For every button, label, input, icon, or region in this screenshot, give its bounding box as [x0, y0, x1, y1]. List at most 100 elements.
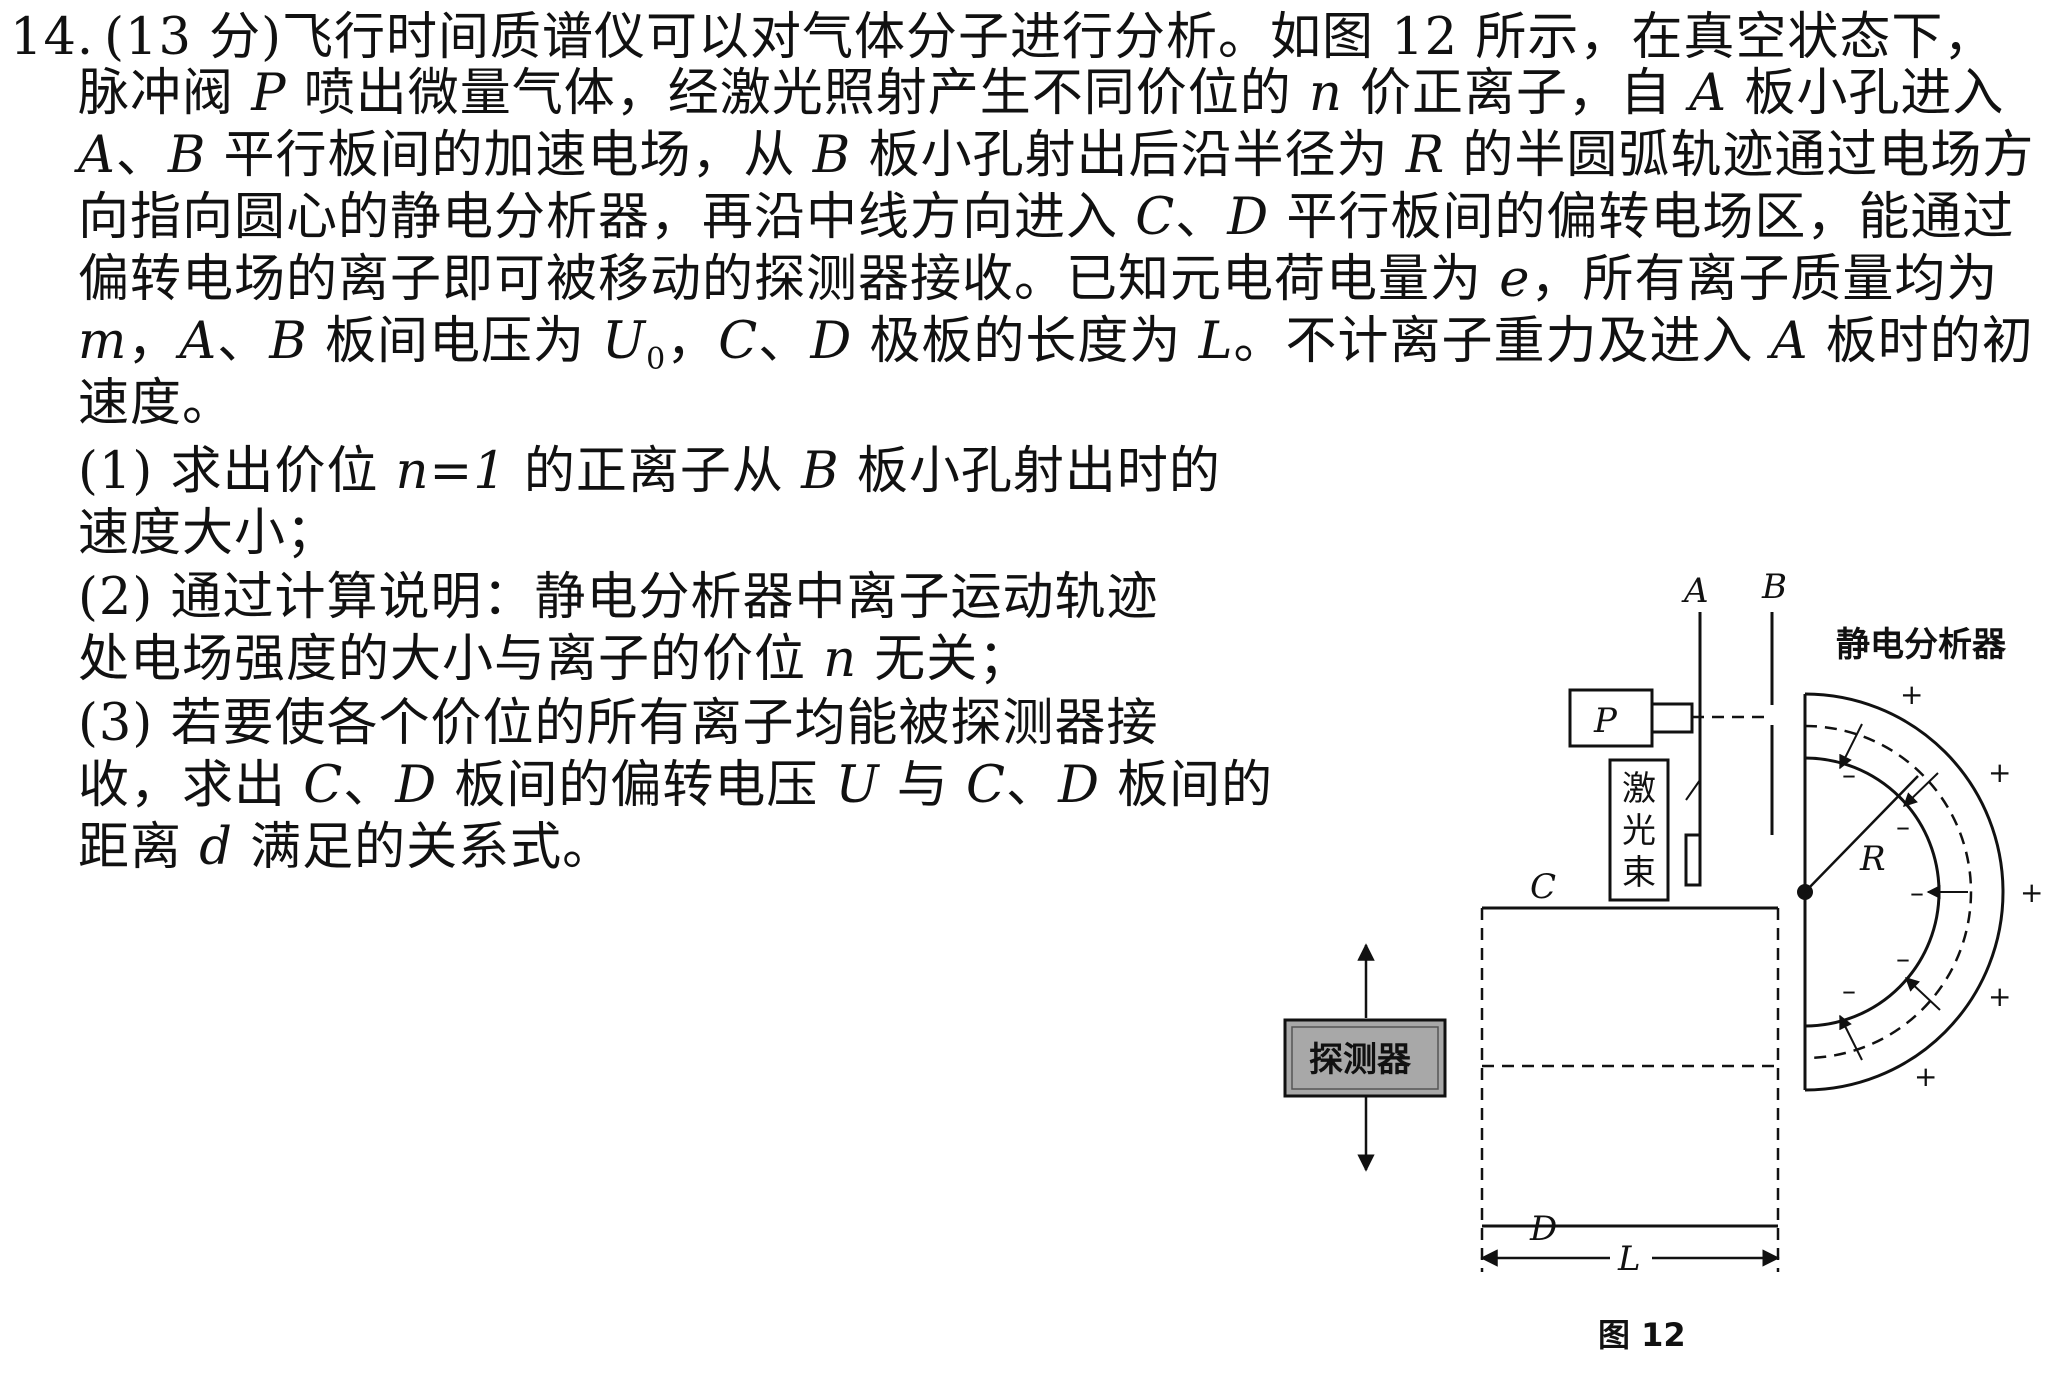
field-arrows: [1839, 723, 1968, 1061]
var-U0-sub: 0: [646, 342, 667, 378]
text: (1) 求出价位: [78, 442, 396, 501]
text: 价正离子，自: [1342, 64, 1690, 123]
var-A: A: [1770, 312, 1809, 371]
question-line-2: 脉冲阀 P 喷出微量气体，经激光照射产生不同价位的 n 价正离子，自 A 板小孔…: [78, 58, 2004, 130]
text: 板小孔射出时的: [839, 442, 1221, 501]
subquestion-3-line-1: (3) 若要使各个价位的所有离子均能被探测器接: [78, 688, 1158, 760]
text: ，所有离子质量均为: [1530, 250, 1999, 309]
laser-char-1: 激: [1622, 769, 1656, 809]
var-R: R: [1405, 126, 1446, 185]
var-L: L: [1198, 312, 1234, 371]
text: 向指向圆心的静电分析器，再沿中线方向进入: [78, 188, 1136, 247]
minus-sign: –: [1896, 942, 1910, 975]
text: 板间的: [1099, 756, 1274, 815]
label-detector: 探测器: [1309, 1040, 1412, 1080]
var-C: C: [1135, 188, 1176, 247]
var-D: D: [395, 756, 438, 815]
plus-sign: +: [1988, 980, 2011, 1013]
var-C: C: [718, 312, 759, 371]
subquestion-3-line-3: 距离 d 满足的关系式。: [78, 812, 614, 884]
var-C: C: [966, 756, 1007, 815]
label-analyzer: 静电分析器: [1836, 625, 2007, 665]
plus-sign: +: [2020, 876, 2043, 909]
var-A: A: [179, 312, 218, 371]
pulse-valve: P: [1568, 688, 1694, 748]
var-B: B: [801, 442, 840, 501]
text: ，: [666, 312, 719, 371]
var-B: B: [812, 126, 852, 185]
laser-emitter: [1684, 833, 1702, 887]
label-length: L: [1617, 1239, 1641, 1279]
question-number: 14.: [10, 8, 95, 67]
var-D: D: [1227, 188, 1270, 247]
laser-char-2: 光: [1622, 811, 1656, 851]
text: 脉冲阀: [78, 64, 252, 123]
minus-sign: –: [1842, 758, 1856, 791]
label-radius: R: [1859, 839, 1886, 879]
var-B: B: [167, 126, 207, 185]
text: 、: [758, 312, 811, 371]
var-e: e: [1499, 250, 1531, 309]
question-line-4: 向指向圆心的静电分析器，再沿中线方向进入 C、D 平行板间的偏转电场区，能通过: [78, 182, 2014, 254]
var-A: A: [1689, 64, 1728, 123]
var-d: d: [199, 818, 233, 877]
detector: 探测器: [1283, 943, 1447, 1172]
subquestion-2-line-1: (2) 通过计算说明：静电分析器中离子运动轨迹: [78, 562, 1158, 634]
text: 的正离子从: [506, 442, 802, 501]
equation-n1: n=1: [395, 442, 507, 501]
laser-ray: [1685, 779, 1701, 801]
electrostatic-analyzer: [1803, 692, 2005, 1092]
text: ，: [127, 312, 180, 371]
question-line-3: A、B 平行板间的加速电场，从 B 板小孔射出后沿半径为 R 的半圆弧轨迹通过电…: [78, 120, 2034, 192]
var-C: C: [303, 756, 344, 815]
subquestion-2-line-2: 处电场强度的大小与离子的价位 n 无关；: [78, 624, 1030, 696]
text: (3) 若要使各个价位的所有离子均能被探测器接: [78, 694, 1159, 753]
subquestion-3-line-2: 收，求出 C、D 板间的偏转电压 U 与 C、D 板间的: [78, 750, 1273, 822]
minus-sign: –: [1842, 974, 1856, 1007]
radius-line: [1804, 775, 1919, 893]
text: 距离: [78, 818, 200, 877]
plus-sign: +: [1900, 678, 1923, 711]
var-A: A: [78, 126, 116, 185]
laser-beam-box: 激 光 束: [1608, 758, 1670, 902]
plus-sign: +: [1988, 756, 2011, 789]
text: 速度大小；: [78, 504, 339, 563]
subquestion-1-line-2: 速度大小；: [78, 498, 338, 570]
text: 板小孔射出后沿半径为: [851, 126, 1406, 185]
var-D: D: [1058, 756, 1100, 815]
text: 、: [115, 126, 168, 185]
var-U0: U: [602, 312, 647, 371]
text: 平行板间的偏转电场区，能通过: [1269, 188, 2015, 247]
text: 、: [217, 312, 270, 371]
text: 、: [1175, 188, 1228, 247]
plus-signs: + + + + +: [1900, 678, 2043, 1093]
var-P: P: [251, 64, 287, 123]
text: 偏转电场的离子即可被移动的探测器接收。已知元电荷电量为: [78, 250, 1500, 309]
text: 平行板间的加速电场，从: [206, 126, 813, 185]
var-D: D: [810, 312, 853, 371]
var-U: U: [835, 756, 880, 815]
question-line-7: 速度。: [78, 368, 234, 440]
text: 与: [879, 756, 967, 815]
laser-char-3: 束: [1622, 853, 1656, 893]
text: 。不计离子重力及进入: [1233, 312, 1771, 371]
var-n: n: [823, 630, 858, 689]
label-plate-c: C: [1530, 867, 1556, 907]
question-text: 飞行时间质谱仪可以对气体分子进行分析。如图 12 所示，在真空状态下，: [282, 8, 1996, 67]
plus-sign: +: [1914, 1060, 1937, 1093]
text: 处电场强度的大小与离子的价位: [78, 630, 824, 689]
text: 、: [343, 756, 396, 815]
question-line-6: m，A、B 板间电压为 U0，C、D 极板的长度为 L。不计离子重力及进入 A …: [78, 306, 2034, 396]
text: 极板的长度为: [852, 312, 1199, 371]
text: (2) 通过计算说明：静电分析器中离子运动轨迹: [78, 568, 1159, 627]
text: 无关；: [857, 630, 1031, 689]
text: 收，求出: [78, 756, 304, 815]
label-plate-a: A: [1681, 571, 1709, 611]
text: 、: [1006, 756, 1059, 815]
label-plate-d: D: [1529, 1209, 1557, 1249]
var-m: m: [78, 312, 128, 371]
text: 的半圆弧轨迹通过电场方: [1445, 126, 2035, 185]
subquestion-1-line-1: (1) 求出价位 n=1 的正离子从 B 板小孔射出时的: [78, 436, 1221, 508]
label-plate-b: B: [1761, 567, 1787, 607]
